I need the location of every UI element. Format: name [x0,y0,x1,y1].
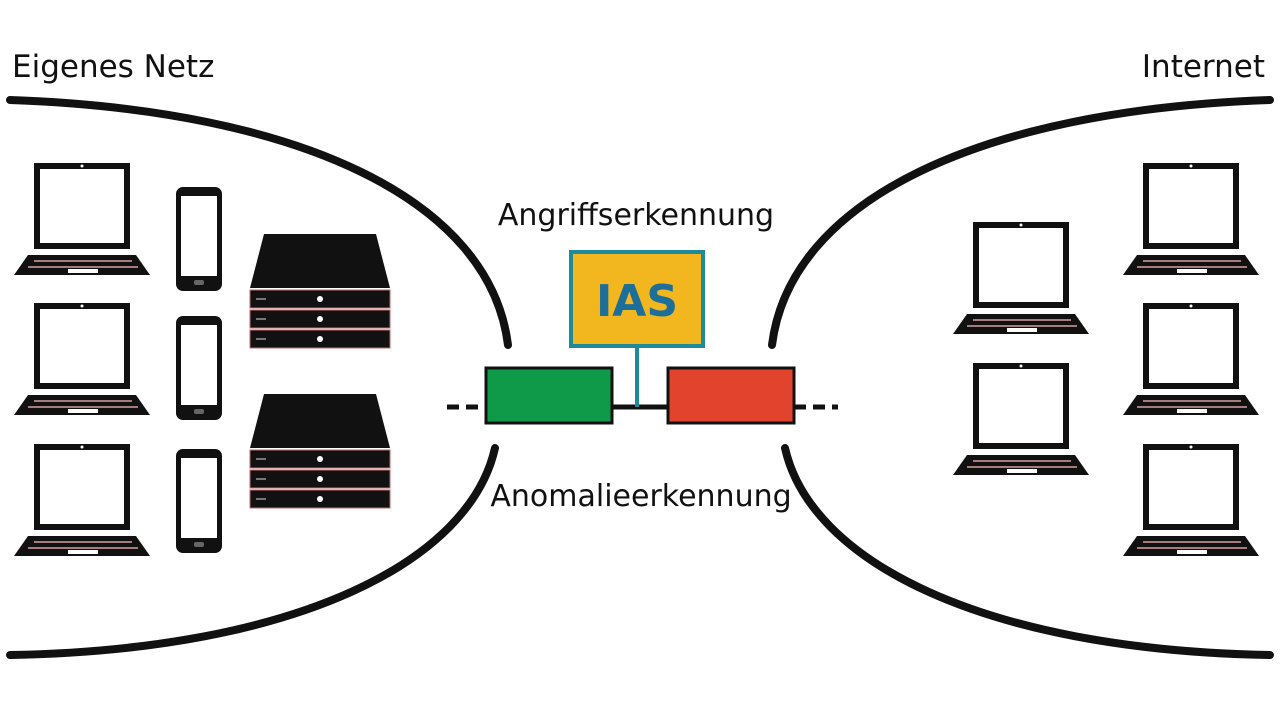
laptop-icon [14,163,150,275]
own-network-boundary-top [6,96,512,349]
laptop-icon [953,363,1089,475]
red-detection-box [666,366,796,425]
internet-title: Internet [1142,49,1265,85]
smartphone-icon [176,316,222,420]
laptop-icon [1123,303,1259,415]
smartphone-icon [176,449,222,553]
own-network-boundary-bottom [6,444,499,659]
smartphone-icon [176,187,222,291]
ias-box [569,250,705,348]
laptop-icon [1123,444,1259,556]
laptop-icon [1123,163,1259,275]
green-detection-box [484,366,614,425]
internet-boundary-top [768,96,1274,349]
laptop-icon [953,222,1089,334]
server-stack-icon [249,394,391,509]
internet-devices [953,163,1259,556]
anomaly-detection-label: Anomalieerkennung [490,479,791,514]
laptop-icon [14,303,150,415]
internet-boundary-bottom [781,444,1274,659]
own-network-title: Eigenes Netz [12,49,214,85]
server-stack-icon [249,234,391,349]
attack-detection-label: Angriffserkennung [498,198,774,233]
own-network-devices [14,163,391,556]
ias-label: IAS [596,276,678,327]
laptop-icon [14,444,150,556]
